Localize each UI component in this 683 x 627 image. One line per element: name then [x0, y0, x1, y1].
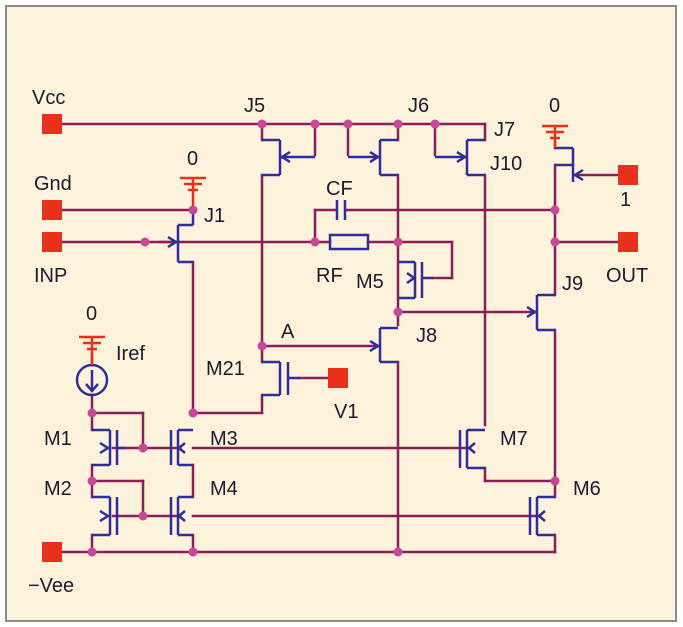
label-cf: CF [326, 178, 353, 200]
terminal-vcc [42, 114, 62, 134]
transistor-m4 [169, 495, 193, 537]
label-zero-right: 0 [549, 95, 560, 117]
node-vee-1 [87, 547, 97, 557]
schematic-background [5, 5, 677, 622]
transistor-j10 [555, 146, 584, 182]
node-cf-right [550, 205, 560, 215]
label-j7: J7 [494, 119, 515, 141]
label-m21: M21 [206, 358, 245, 380]
node-m1-gate [138, 443, 148, 453]
label-zero-left: 0 [86, 303, 97, 325]
ground-symbol-iref [79, 335, 105, 365]
label-j6: J6 [408, 95, 429, 117]
node-vee-2 [188, 547, 198, 557]
transistor-m3 [169, 428, 193, 467]
transistor-m6 [528, 495, 555, 537]
label-vee: −Vee [28, 575, 74, 597]
node-inp [140, 237, 150, 247]
terminal-gnd [42, 200, 62, 220]
label-j1: J1 [204, 205, 225, 227]
transistor-j5 [262, 138, 315, 177]
label-vcc: Vcc [32, 87, 65, 109]
label-zero-mid: 0 [187, 148, 198, 170]
capacitor-cf [335, 200, 347, 220]
node-a [257, 341, 267, 351]
label-j8: J8 [416, 325, 437, 347]
transistor-m21 [262, 360, 300, 397]
terminal-1 [618, 165, 638, 185]
labels: Vcc Gnd INP −Vee OUT 1 V1 A CF RF Iref 0… [28, 87, 648, 597]
label-m7: M7 [500, 428, 528, 450]
terminal-vee [42, 542, 62, 562]
node-iref [87, 408, 97, 418]
label-m3: M3 [210, 428, 238, 450]
node-j8-drain [393, 307, 403, 317]
transistor-j7 [435, 138, 485, 177]
devices [92, 138, 584, 537]
node-vcc-5 [430, 119, 440, 129]
label-j5: J5 [244, 95, 265, 117]
transistor-j6 [348, 138, 398, 177]
label-j9: J9 [562, 273, 583, 295]
transistor-j8 [369, 326, 398, 364]
label-m2: M2 [44, 478, 72, 500]
node-m3-drain [188, 408, 198, 418]
node-m2 [87, 476, 97, 486]
node-m2-gate [138, 511, 148, 521]
node-rf-left [310, 237, 320, 247]
label-inp: INP [34, 265, 67, 287]
label-out: OUT [606, 265, 648, 287]
node-gnd [188, 205, 198, 215]
transistor-m1 [92, 428, 125, 467]
node-out [550, 237, 560, 247]
ground-symbol-j10 [542, 124, 568, 148]
junction-nodes [87, 119, 560, 557]
label-m1: M1 [44, 428, 72, 450]
transistor-j1 [167, 210, 195, 264]
label-m6: M6 [573, 478, 601, 500]
label-m5: M5 [356, 271, 384, 293]
resistor-rf [328, 233, 370, 251]
transistor-m5 [398, 260, 433, 300]
node-rf-right [393, 237, 403, 247]
label-rf: RF [316, 265, 343, 287]
terminal-inp [42, 232, 62, 252]
label-iref: Iref [116, 343, 145, 365]
label-gnd: Gnd [34, 173, 72, 195]
terminal-out [618, 232, 638, 252]
node-vee-3 [393, 547, 403, 557]
transistor-m2 [92, 495, 119, 537]
node-vcc-3 [343, 119, 353, 129]
node-vcc-2 [310, 119, 320, 129]
node-m6-drain [550, 476, 560, 486]
label-j10: J10 [490, 153, 522, 175]
node-j5 [257, 119, 267, 129]
terminals [42, 114, 638, 562]
terminal-v1 [328, 368, 348, 388]
ground-symbol-j1 [180, 176, 206, 210]
label-v1: V1 [334, 401, 358, 423]
label-1: 1 [620, 189, 631, 211]
label-m4: M4 [210, 478, 238, 500]
transistor-j9 [526, 293, 555, 332]
transistor-m7 [458, 428, 485, 470]
label-a: A [281, 321, 295, 343]
node-j6 [393, 119, 403, 129]
